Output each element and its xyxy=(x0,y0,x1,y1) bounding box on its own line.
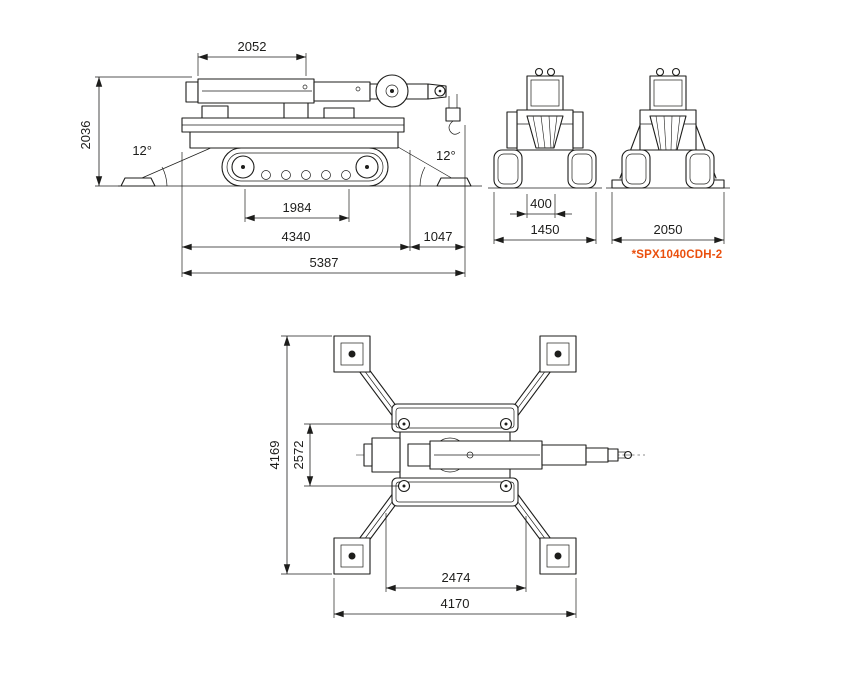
rear-view: 2050 *SPX1040CDH-2 xyxy=(606,67,730,261)
model-label: *SPX1040CDH-2 xyxy=(632,249,723,261)
dim-support-span-width-value: 2572 xyxy=(291,441,306,470)
outrigger-foot-left xyxy=(120,177,156,187)
side-view-crawler-track xyxy=(221,147,389,187)
plan-boom xyxy=(407,440,633,470)
dim-outrigger-span-length: 4170 xyxy=(333,578,577,618)
dim-machine-length: 4340 1047 xyxy=(181,125,466,277)
dim-overall-length: 5387 xyxy=(182,255,465,277)
dim-track-width-value: 400 xyxy=(530,196,552,211)
dim-front-overall-width: 1450 xyxy=(493,192,597,244)
dim-track-width: 400 xyxy=(510,194,572,218)
dim-overall-length-value: 5387 xyxy=(310,255,339,270)
dim-machine-length-value: 4340 xyxy=(282,229,311,244)
dim-front-section-length: 2052 xyxy=(197,39,307,76)
side-view-boom xyxy=(185,74,447,108)
dim-outrigger-span-length-value: 4170 xyxy=(441,596,470,611)
dim-support-span-width: 2572 xyxy=(291,423,398,487)
dim-boom-overhang-value: 1047 xyxy=(424,229,453,244)
side-view-chassis xyxy=(181,102,405,149)
plan-outrigger-pivots xyxy=(397,417,513,493)
plan-outrigger-pad xyxy=(539,335,577,373)
front-view: 400 1450 xyxy=(488,67,602,244)
plan-outrigger-pad xyxy=(539,537,577,575)
dim-rear-overall-width-value: 2050 xyxy=(654,222,683,237)
dim-outrigger-span-width-value: 4169 xyxy=(267,441,282,470)
rear-view-boom-section xyxy=(649,67,687,111)
side-view-hook xyxy=(445,94,461,135)
dim-front-section-length-value: 2052 xyxy=(238,39,267,54)
dim-overall-height: 2036 xyxy=(78,76,192,187)
dim-outrigger-span-width: 4169 xyxy=(267,335,332,575)
angle-label-rear: 12° xyxy=(436,148,456,163)
dim-support-span-length-value: 2474 xyxy=(442,570,471,585)
side-view: 2052 2036 12° 12° 1984 4340 1047 xyxy=(78,39,482,277)
dim-support-span-length: 2474 xyxy=(385,513,527,592)
plan-outrigger-pad xyxy=(333,335,371,373)
front-view-boom-section xyxy=(526,67,564,111)
plan-tracks xyxy=(391,403,519,507)
outrigger-foot-right xyxy=(436,177,472,187)
front-view-tracks xyxy=(493,149,597,189)
dim-track-length-value: 1984 xyxy=(283,200,312,215)
angle-label-front: 12° xyxy=(132,143,152,158)
rear-view-tracks xyxy=(621,149,715,189)
dim-track-length: 1984 xyxy=(244,189,350,222)
dim-front-overall-width-value: 1450 xyxy=(531,222,560,237)
plan-view: 4169 2572 2474 4170 xyxy=(267,335,645,618)
plan-outrigger-pad xyxy=(333,537,371,575)
dim-overall-height-value: 2036 xyxy=(78,121,93,150)
dim-rear-overall-width: 2050 xyxy=(611,192,725,244)
